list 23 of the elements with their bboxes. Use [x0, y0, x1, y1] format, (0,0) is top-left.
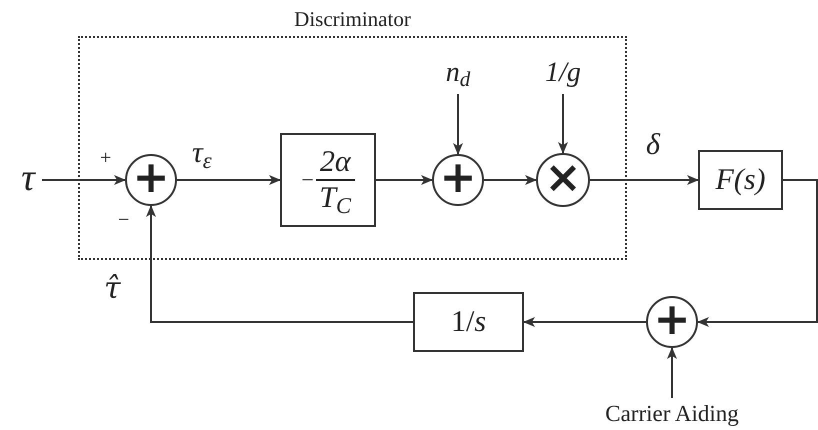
edge-label: δ [646, 130, 660, 160]
signal-label: τ [14, 158, 42, 198]
signal-arrow [697, 179, 818, 327]
signal-arrow [177, 175, 281, 185]
signal-arrow [376, 175, 433, 185]
signal-arrow [667, 347, 677, 398]
signal-arrow [558, 94, 568, 154]
edge-label: τ$_{ε}$ [192, 138, 212, 168]
signal-arrow [146, 205, 413, 323]
signal-label: 1/g [535, 52, 591, 94]
sign-label: + [100, 148, 112, 168]
signal-arrow [42, 175, 126, 185]
signal-arrow [590, 175, 699, 185]
transfer-block: 1/s [413, 292, 524, 352]
edge-label: τ̂ [104, 274, 121, 304]
signal-arrow [453, 94, 463, 155]
signal-label: Carrier Aiding [576, 398, 768, 428]
group-title: Discriminator [293, 6, 412, 33]
signal-label: n$_{d}$ [440, 52, 476, 94]
sign-label: − [118, 210, 130, 230]
signal-arrow [484, 175, 537, 185]
transfer-block: F(s) [698, 150, 783, 210]
signal-arrow [523, 317, 646, 327]
